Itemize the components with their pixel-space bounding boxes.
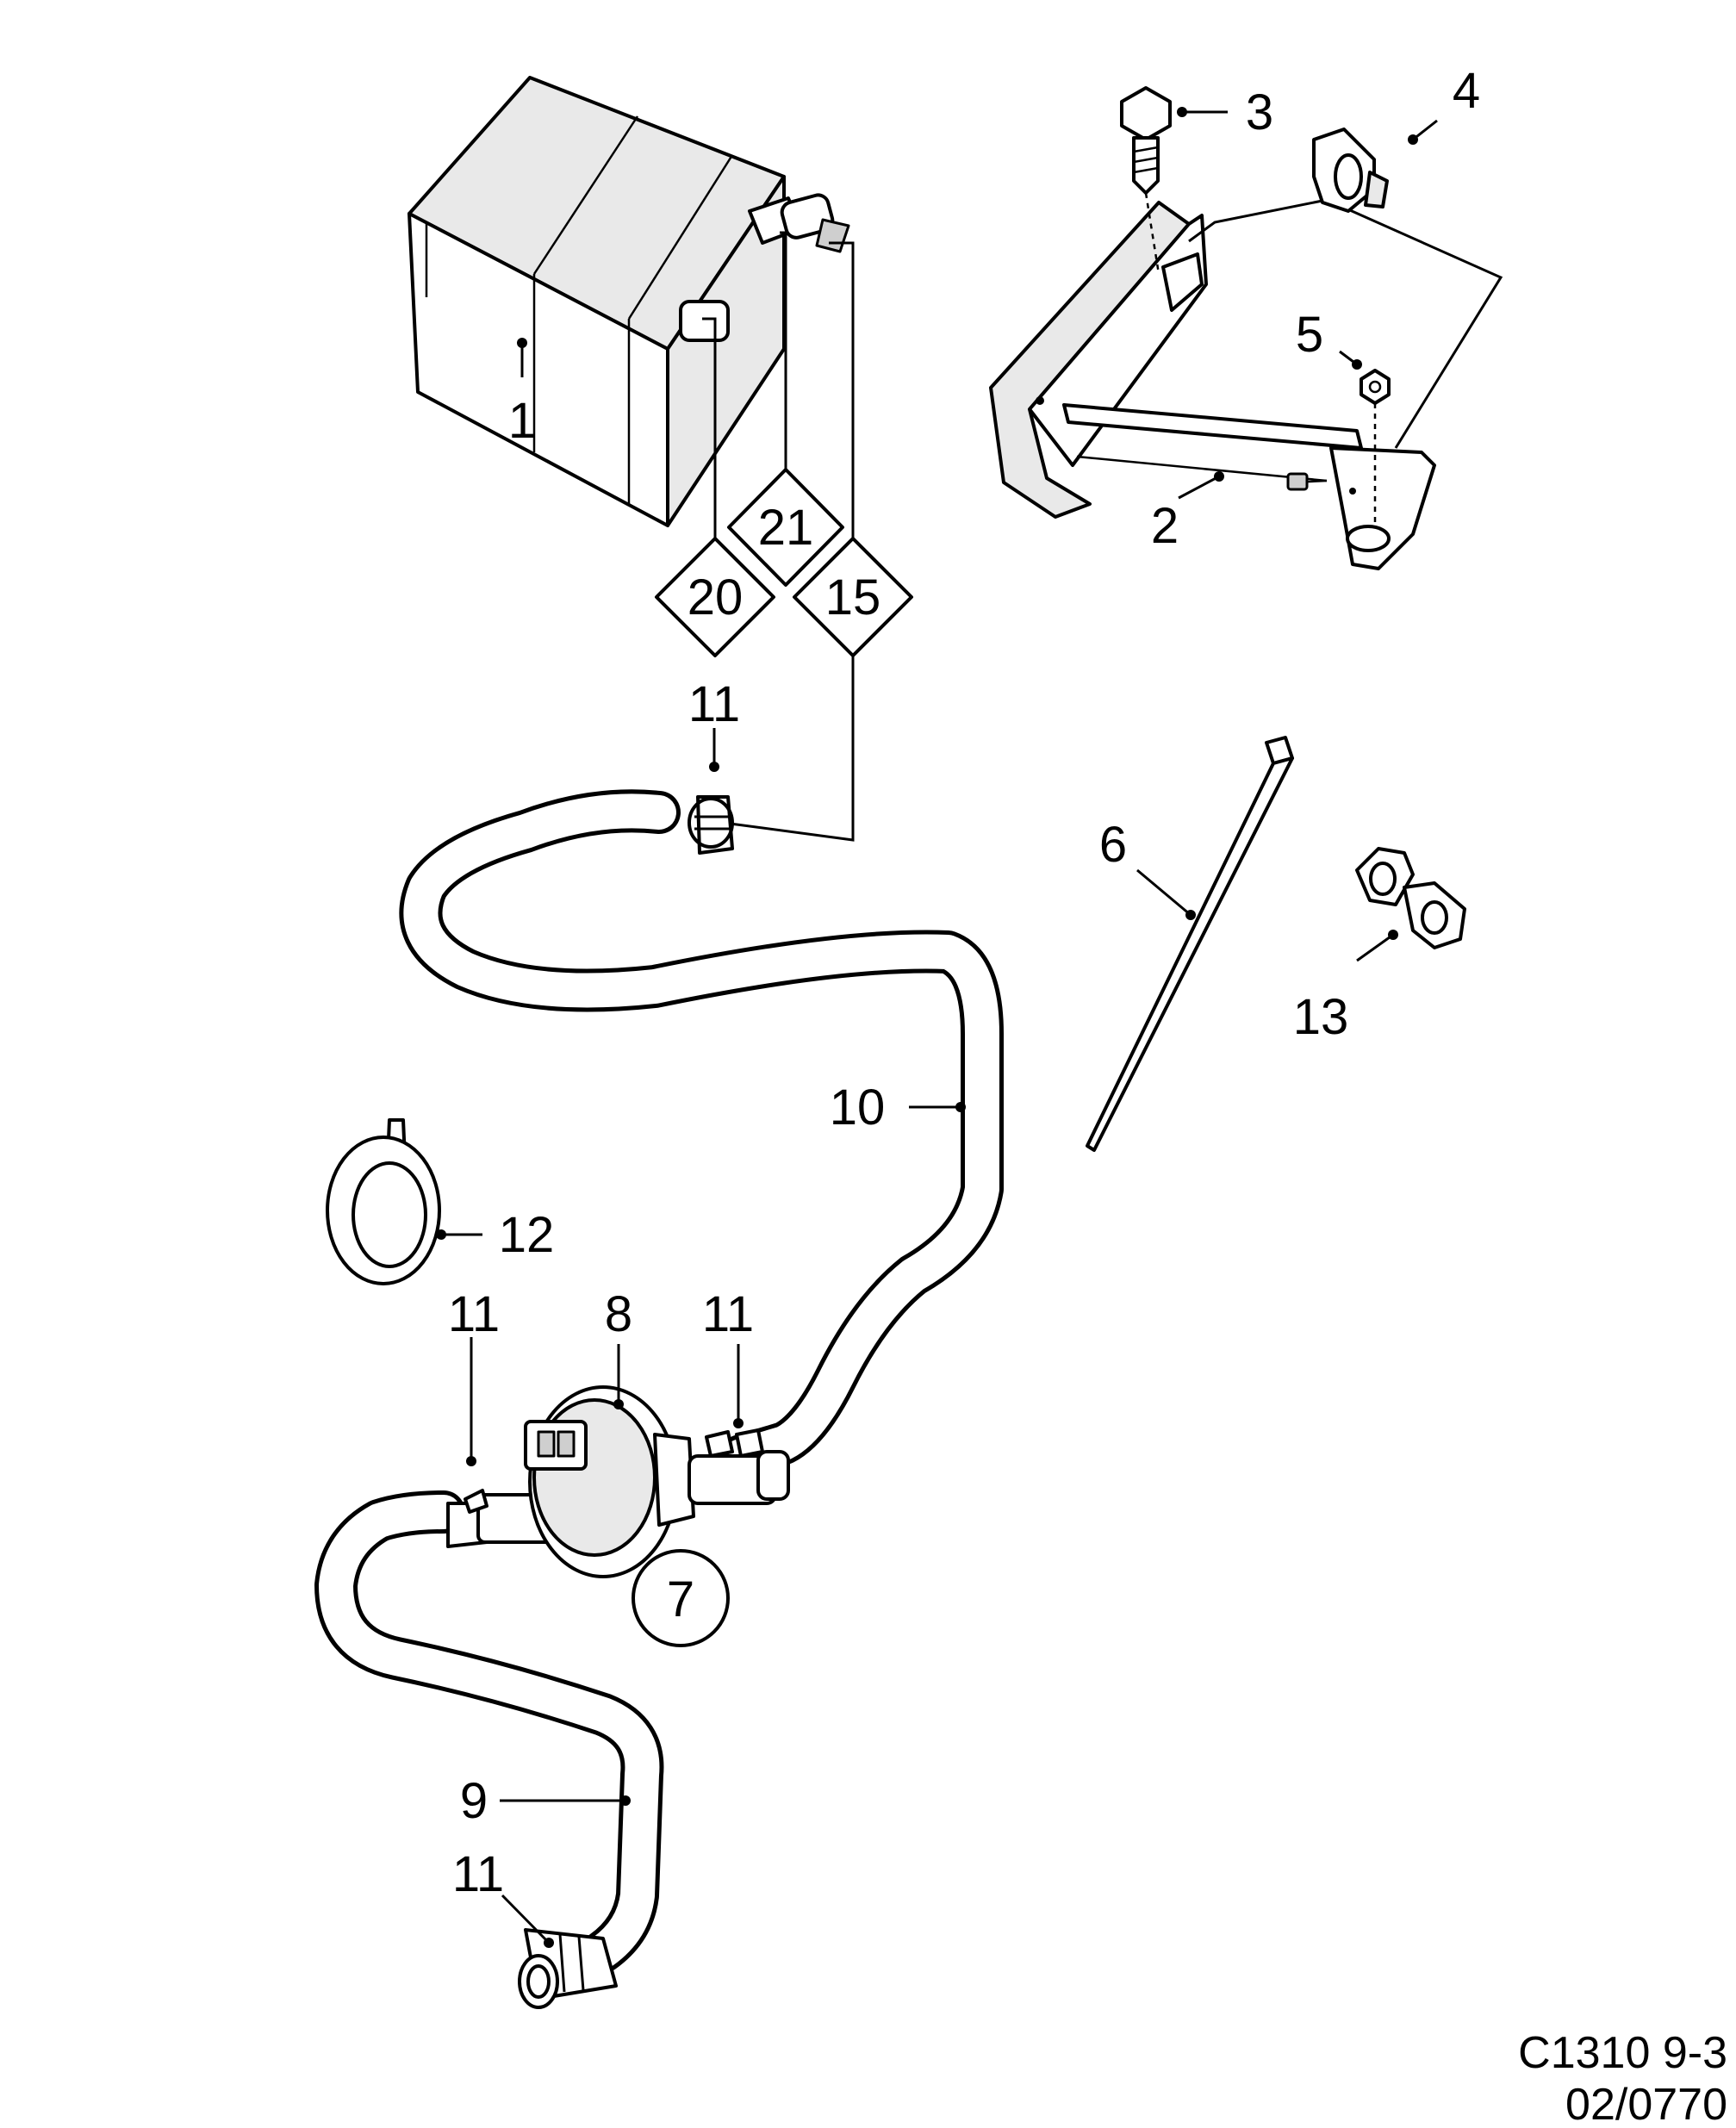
reference-15-label: 15 [825, 569, 881, 625]
callout-9: 9 [460, 1773, 488, 1829]
bolt-part [1120, 86, 1172, 275]
callout-4: 4 [1453, 63, 1480, 119]
hose-9-end-fitting [518, 1928, 618, 2009]
canister-leader-lines [702, 231, 855, 842]
callout-11-bottom: 11 [452, 1846, 504, 1902]
solenoid-valve-part [446, 1385, 790, 1578]
bracket-part [989, 198, 1503, 570]
callout-labels: 1 2 3 4 5 6 13 10 12 11 11 8 11 9 11 [448, 63, 1480, 1902]
cable-tie-part [1086, 736, 1294, 1152]
callout-2: 2 [1151, 498, 1179, 554]
callout-11-left: 11 [448, 1286, 500, 1342]
figure-code: C1310 9-3 [1518, 2028, 1727, 2078]
hose-9-part [314, 1490, 664, 1973]
figure-footer: C1310 9-3 02/0770 [1518, 2028, 1727, 2128]
reference-7-label: 7 [667, 1571, 694, 1627]
double-clip-part [1355, 847, 1466, 949]
reference-21-label: 21 [758, 500, 814, 556]
ring-fitting-part [326, 1118, 441, 1285]
callout-leaders [436, 107, 1438, 1948]
reference-21: 21 [727, 468, 844, 587]
reference-15: 15 [793, 537, 913, 657]
callout-8: 8 [605, 1286, 632, 1342]
callout-13: 13 [1293, 989, 1349, 1045]
callout-10: 10 [830, 1080, 886, 1136]
hose-10-part [399, 789, 1004, 1478]
callout-5: 5 [1296, 307, 1323, 363]
reference-20-label: 20 [688, 569, 744, 625]
reference-7: 7 [632, 1549, 730, 1647]
reference-20: 20 [655, 537, 775, 657]
nut-part [1360, 369, 1391, 526]
callout-6: 6 [1099, 817, 1127, 873]
callout-11-top: 11 [688, 676, 740, 732]
canister-part [408, 76, 850, 527]
callout-11-right: 11 [702, 1286, 754, 1342]
callout-1: 1 [508, 393, 536, 449]
hose-clamp-top [688, 795, 734, 855]
callout-3: 3 [1246, 84, 1273, 140]
figure-number: 02/0770 [1565, 2080, 1727, 2128]
callout-12: 12 [499, 1207, 555, 1263]
clip-part-4 [1312, 128, 1389, 213]
